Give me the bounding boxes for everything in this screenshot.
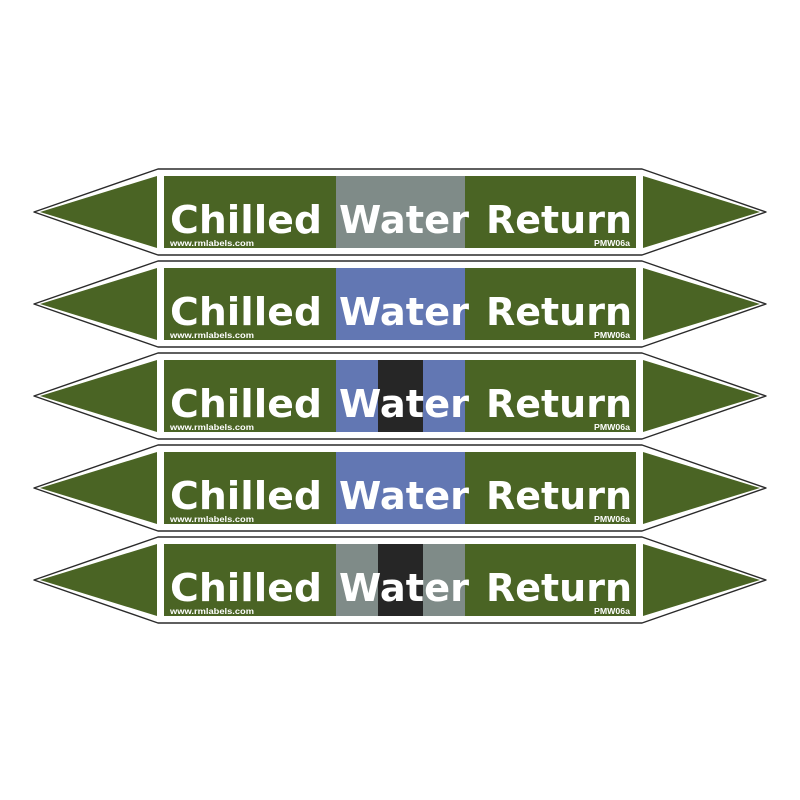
label-word2: Water [339, 382, 469, 426]
label-word1: Chilled [170, 474, 322, 518]
pipe-marker-label: Chilled Water Return www.rmlabels.com PMW06a [33, 260, 767, 348]
color-band [336, 268, 465, 340]
color-band [336, 452, 465, 524]
label-word1: Chilled [170, 198, 322, 242]
label-word2: Water [339, 566, 469, 610]
right-arrow-icon [643, 452, 760, 524]
left-arrow-icon [40, 544, 157, 616]
label-word2: Water [339, 290, 469, 334]
right-arrow-icon [643, 360, 760, 432]
pipe-marker-label: Chilled Water Return www.rmlabels.com PMW06a [33, 352, 767, 440]
color-band [378, 360, 423, 432]
left-arrow-icon [40, 268, 157, 340]
label-word3: Return [486, 566, 632, 610]
label-word3: Return [486, 382, 632, 426]
color-band [336, 176, 465, 248]
pipe-marker-label: Chilled Water Return www.rmlabels.com PMW06a [33, 444, 767, 532]
color-band [336, 544, 378, 616]
website-text: www.rmlabels.com [169, 607, 254, 616]
label-word2: Water [339, 198, 469, 242]
left-arrow-icon [40, 452, 157, 524]
product-code-text: PMW06a [594, 239, 631, 248]
label-word1: Chilled [170, 290, 322, 334]
label-word1: Chilled [170, 566, 322, 610]
left-arrow-icon [40, 176, 157, 248]
label-word3: Return [486, 474, 632, 518]
color-band [336, 360, 378, 432]
product-code-text: PMW06a [594, 423, 631, 432]
pipe-marker-label: Chilled Water Return www.rmlabels.com PMW06a [33, 536, 767, 624]
color-band [423, 360, 465, 432]
pipe-marker-label: Chilled Water Return www.rmlabels.com PMW06a [33, 168, 767, 256]
label-word3: Return [486, 198, 632, 242]
right-arrow-icon [643, 176, 760, 248]
label-word2: Water [339, 474, 469, 518]
right-arrow-icon [643, 268, 760, 340]
website-text: www.rmlabels.com [169, 239, 254, 248]
label-word1: Chilled [170, 382, 322, 426]
product-code-text: PMW06a [594, 607, 631, 616]
right-arrow-icon [643, 544, 760, 616]
color-band [423, 544, 465, 616]
left-arrow-icon [40, 360, 157, 432]
label-word3: Return [486, 290, 632, 334]
website-text: www.rmlabels.com [169, 423, 254, 432]
color-band [378, 544, 423, 616]
product-code-text: PMW06a [594, 331, 631, 340]
website-text: www.rmlabels.com [169, 331, 254, 340]
website-text: www.rmlabels.com [169, 515, 254, 524]
product-code-text: PMW06a [594, 515, 631, 524]
